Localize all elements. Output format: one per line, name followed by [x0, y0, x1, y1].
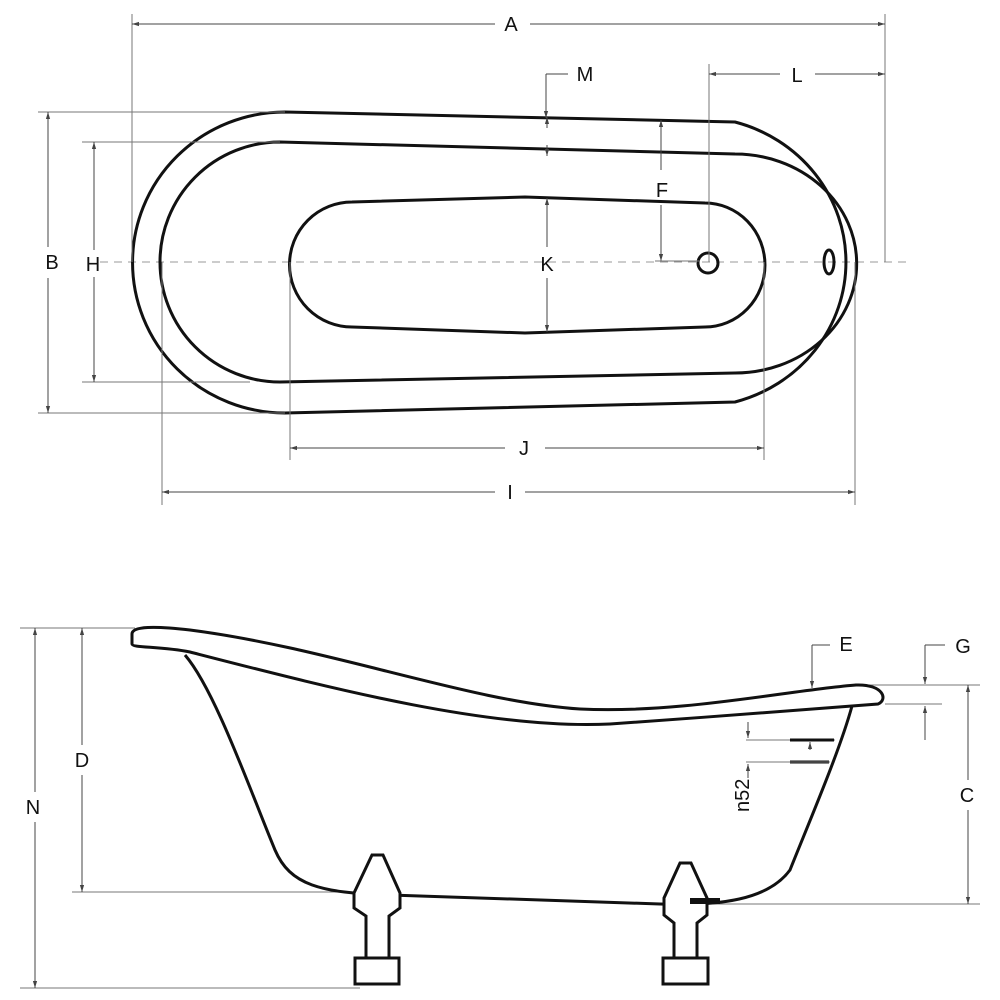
outer-rim-outline — [131, 110, 848, 415]
drain-icon — [696, 251, 720, 275]
overflow-dimension-label: n52 — [732, 779, 754, 812]
dimension-m-label: M — [577, 64, 594, 86]
tub-body-outline — [183, 654, 854, 906]
overflow-icon — [822, 248, 836, 276]
dimension-i-label: I — [507, 482, 513, 504]
dimension-j-label: J — [519, 438, 529, 460]
dimension-h-label: H — [86, 254, 100, 276]
inner-rim-outline — [158, 140, 859, 384]
dimension-a-label: A — [504, 14, 518, 36]
dimension-g-label: G — [955, 636, 971, 658]
top-view: A M L B H F K — [38, 14, 910, 505]
dimension-d-label: D — [75, 750, 89, 772]
dimension-c-label: C — [960, 785, 974, 807]
basin-floor-outline — [288, 195, 767, 335]
right-foot — [661, 861, 720, 986]
dimension-k-label: K — [540, 254, 554, 276]
dimension-e-label: E — [839, 634, 852, 656]
tub-rim-outline — [130, 625, 885, 727]
drain-plug-icon — [690, 898, 720, 904]
dimension-n-label: N — [26, 797, 40, 819]
dimension-b-label: B — [45, 252, 58, 274]
dimension-f-label: F — [656, 180, 668, 202]
left-foot — [352, 853, 402, 986]
side-view: n52 N D E G C — [20, 625, 980, 989]
dimension-l-label: L — [791, 65, 802, 87]
